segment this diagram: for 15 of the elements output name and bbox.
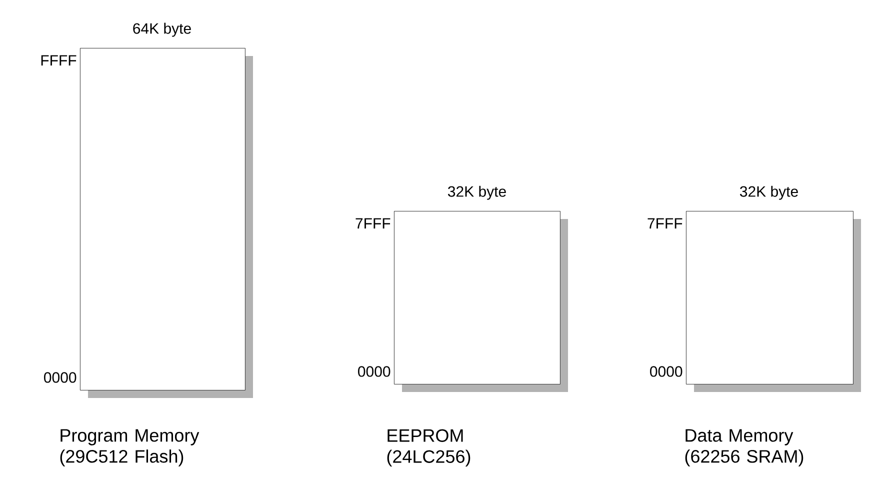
address-label: 0000	[650, 366, 682, 377]
memory-caption: Data Memory (62256 SRAM)	[685, 429, 804, 466]
memory-caption: Program Memory (29C512 Flash)	[60, 429, 200, 466]
memory-block	[80, 48, 253, 398]
size-label: 32K byte	[740, 186, 798, 200]
memory-block	[686, 211, 862, 392]
address-label: 7FFF	[648, 218, 682, 229]
size-label: 32K byte	[448, 186, 506, 200]
address-label: 0000	[358, 366, 390, 377]
address-label: 7FFF	[356, 218, 390, 229]
memory-block	[394, 211, 568, 392]
address-label: FFFF	[41, 55, 76, 66]
size-label: 64K byte	[133, 22, 191, 37]
memory-caption: EEPROM (24LC256)	[387, 429, 470, 466]
address-label: 0000	[44, 372, 76, 383]
